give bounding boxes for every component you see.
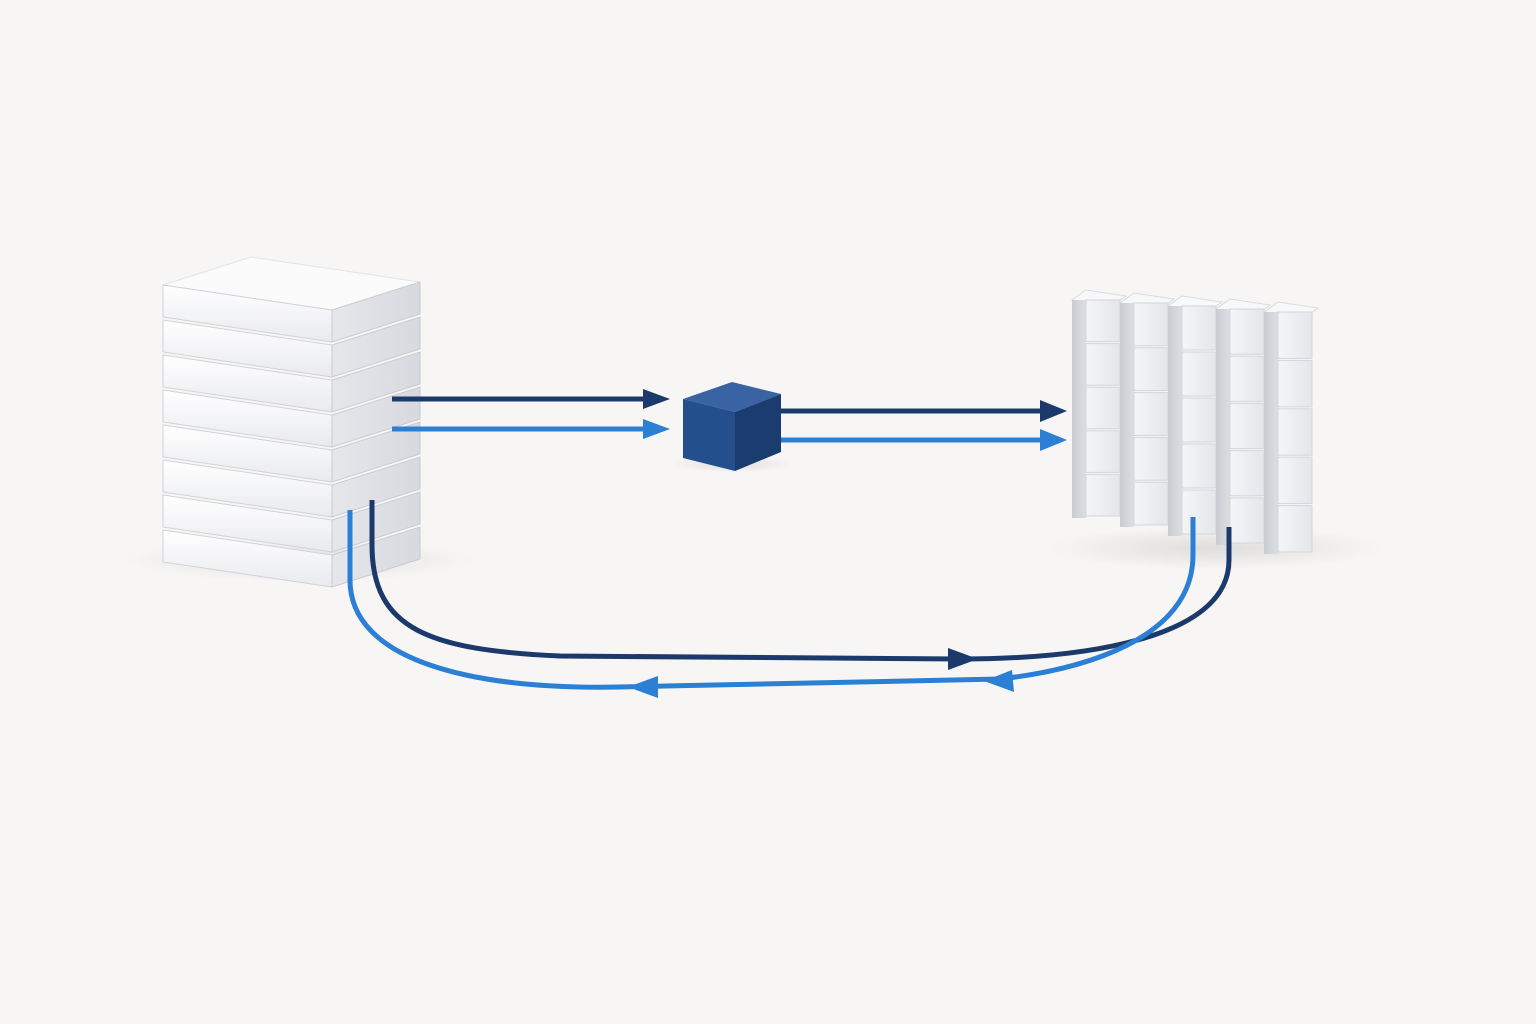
right-stack-cell <box>1277 359 1313 408</box>
left-stack-layer-side <box>331 281 421 343</box>
right-stack-cell <box>1133 392 1169 436</box>
edge-left-to-right-curve-dark <box>369 500 1232 662</box>
right-stack-cell <box>1229 497 1265 544</box>
center-cube-top <box>683 382 781 412</box>
center-cube-front <box>683 399 735 471</box>
right-stack <box>1045 289 1385 570</box>
arrowhead-left-to-cube-dark <box>643 389 670 409</box>
arrowhead-right-to-left-curve-light-1 <box>984 670 1014 692</box>
left-stack-layer-side <box>331 316 421 378</box>
arrowhead-cube-to-right-light <box>1040 429 1067 451</box>
left-stack-layer-side <box>331 491 421 553</box>
center-cube-side <box>735 394 781 471</box>
right-stack-cell <box>1085 430 1121 473</box>
right-stack-column-side <box>1120 303 1134 527</box>
right-stack-columns <box>1070 289 1320 554</box>
right-stack-cell <box>1181 443 1217 489</box>
right-stack-cell <box>1181 305 1217 351</box>
left-stack <box>125 256 475 588</box>
center-cube <box>670 382 794 473</box>
connectors <box>347 389 1232 698</box>
right-stack-cell <box>1229 355 1265 402</box>
right-stack-cell <box>1181 489 1217 535</box>
right-stack-cell <box>1277 456 1313 505</box>
right-stack-column-side <box>1168 306 1182 536</box>
right-stack-column-side <box>1072 300 1086 518</box>
right-stack-cell <box>1181 351 1217 397</box>
right-stack-cell <box>1229 450 1265 497</box>
right-stack-cell <box>1229 402 1265 450</box>
right-stack-column-side <box>1264 312 1278 554</box>
left-stack-layer-side <box>331 526 421 588</box>
right-stack-cell <box>1133 436 1169 481</box>
right-stack-cell <box>1133 347 1169 392</box>
left-stack-layer-side <box>331 386 421 448</box>
arrowhead-left-to-cube-light <box>643 419 670 439</box>
left-stack-layers <box>162 281 421 588</box>
right-stack-cell <box>1181 397 1217 443</box>
right-stack-cell <box>1085 299 1121 343</box>
right-stack-cell <box>1133 302 1169 347</box>
arrowhead-right-to-left-curve-light-2 <box>628 676 658 698</box>
right-stack-cell <box>1277 311 1313 359</box>
right-stack-cell <box>1085 473 1121 517</box>
edge-right-to-left-curve-light <box>347 510 1196 690</box>
left-stack-layer-side <box>331 351 421 413</box>
arrowhead-cube-to-right-dark <box>1040 400 1067 422</box>
right-stack-cell <box>1229 308 1265 355</box>
right-stack-cell <box>1085 386 1121 430</box>
right-stack-cell <box>1085 343 1121 386</box>
right-stack-column-side <box>1216 309 1230 545</box>
left-stack-layer-side <box>331 456 421 518</box>
left-stack-layer-side <box>331 421 421 483</box>
arrowhead-left-to-right-curve-dark <box>948 648 978 670</box>
right-stack-cell <box>1277 505 1313 553</box>
right-stack-cell <box>1133 481 1169 526</box>
right-stack-cell <box>1277 408 1313 456</box>
